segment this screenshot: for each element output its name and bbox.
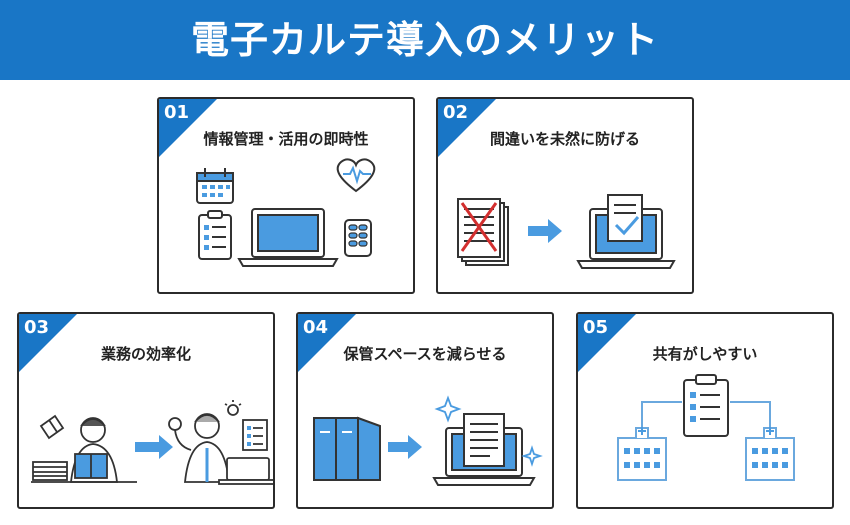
- laptop-document-icon: [432, 413, 536, 486]
- crossed-document-icon: [457, 198, 509, 266]
- arrow-right-icon: [388, 435, 422, 459]
- hospital-icon: [617, 427, 667, 481]
- card-number: 03: [24, 317, 50, 338]
- card-number: 04: [303, 317, 329, 338]
- sparkle-icon: [434, 395, 543, 467]
- card-01-illustration: [196, 158, 376, 267]
- card-title: 間違いを未然に防げる: [489, 130, 640, 148]
- hospital-icon: [745, 427, 795, 481]
- card-title: 情報管理・活用の即時性: [203, 130, 369, 148]
- card-05-illustration: [617, 374, 795, 481]
- card-03: 03 業務の効率化: [17, 312, 275, 509]
- card-02: 02 間違いを未然に防げる: [436, 97, 694, 294]
- card-01: 01 情報管理・活用の即時性: [157, 97, 415, 294]
- arrow-right-icon: [528, 219, 562, 243]
- number-tab: [298, 314, 356, 372]
- laptop-check-icon: [576, 194, 676, 269]
- card-title: 保管スペースを減らせる: [343, 345, 507, 363]
- pill-pack-icon: [344, 219, 372, 257]
- card-title: 業務の効率化: [100, 345, 191, 363]
- card-03-illustration: [31, 400, 273, 485]
- page-title: 電子カルテ導入のメリット: [190, 18, 659, 62]
- card-04-illustration: [313, 395, 543, 486]
- connector-line: [730, 401, 771, 432]
- card-04: 04 保管スペースを減らせる: [296, 312, 554, 509]
- number-tab: [438, 99, 496, 157]
- card-number: 05: [583, 317, 609, 338]
- heart-rate-icon: [336, 158, 376, 193]
- card-number: 01: [164, 102, 190, 123]
- card-number: 02: [443, 102, 469, 123]
- connector-line: [641, 401, 682, 432]
- doctor-with-papers-icon: [31, 414, 137, 483]
- title-banner: 電子カルテ導入のメリット: [0, 0, 850, 80]
- number-tab: [159, 99, 217, 157]
- arrow-right-icon: [135, 435, 173, 459]
- clipboard-icon: [198, 210, 232, 260]
- number-tab: [19, 314, 77, 372]
- card-02-illustration: [457, 194, 676, 269]
- laptop-icon: [237, 208, 339, 267]
- clipboard-icon: [683, 374, 729, 437]
- number-tab: [578, 314, 636, 372]
- card-title: 共有がしやすい: [652, 345, 758, 363]
- card-05: 05 共有がしやすい: [576, 312, 834, 509]
- doctor-with-laptop-icon: [168, 400, 273, 485]
- calendar-icon: [196, 168, 234, 204]
- binders-icon: [313, 416, 381, 481]
